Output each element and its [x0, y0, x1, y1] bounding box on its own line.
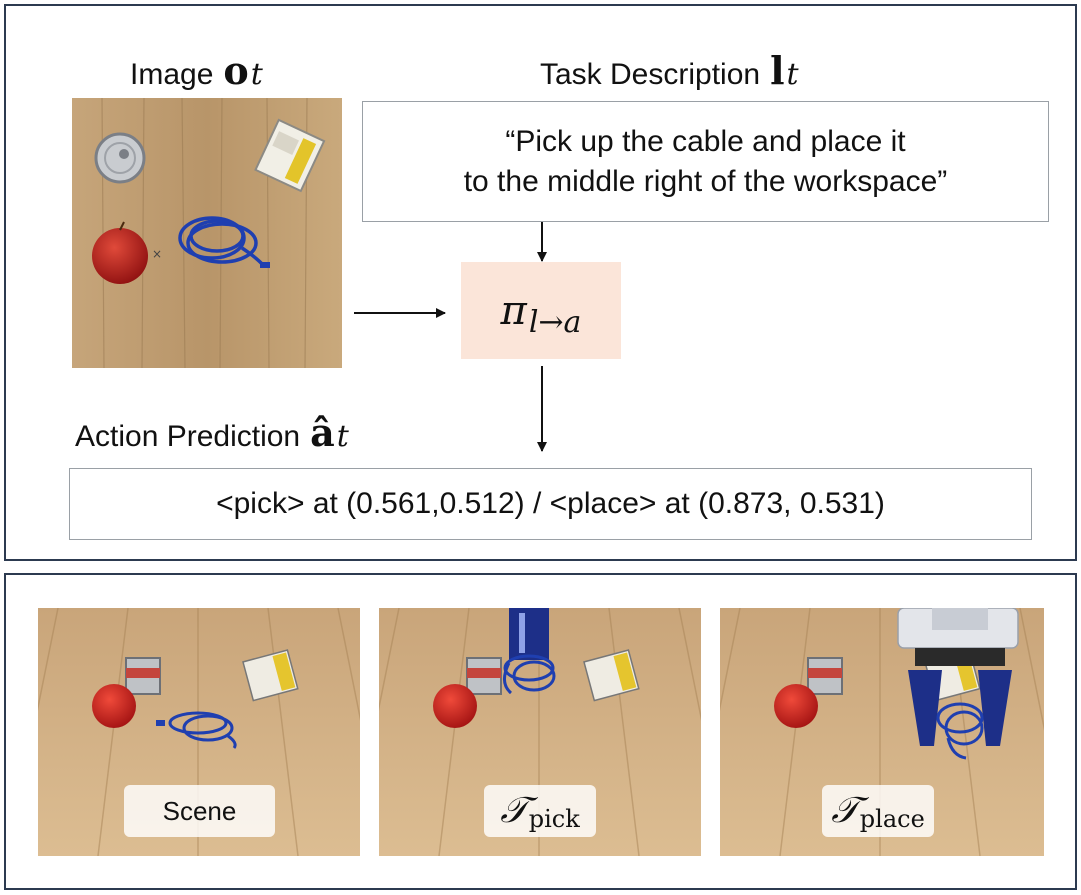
- action-text: <pick> at (0.561,0.512) / <place> at (0.…: [216, 487, 885, 520]
- action-subscript: t: [336, 419, 349, 454]
- action-prediction-box: <pick> at (0.561,0.512) / <place> at (0.…: [69, 468, 1032, 540]
- place-subscript: place: [859, 805, 925, 833]
- pick-symbol: 𝒯: [500, 790, 528, 831]
- task-text-line-2: to the middle right of the workspace”: [463, 164, 948, 198]
- task-description-box: “Pick up the cable and place it to the m…: [362, 101, 1049, 222]
- task-text-line-1: “Pick up the cable and place it: [505, 124, 906, 158]
- svg-text:×: ×: [152, 247, 162, 261]
- overhead-observation-image: ×: [72, 98, 342, 368]
- task-label: Task Description: [540, 58, 761, 91]
- scene-label: Scene: [162, 795, 237, 826]
- action-symbol: â: [310, 410, 335, 455]
- action-label: Action Prediction: [75, 420, 301, 453]
- task-symbol: l: [770, 48, 785, 93]
- pick-subscript: pick: [528, 805, 580, 833]
- image-symbol: o: [223, 48, 249, 93]
- scene-label-chip: Scene: [124, 785, 275, 837]
- policy-subscript: l→a: [528, 305, 582, 340]
- image-subscript: t: [250, 57, 263, 92]
- place-symbol: 𝒯: [831, 790, 859, 831]
- policy-symbol: π: [500, 287, 527, 334]
- image-label: Image: [130, 58, 214, 91]
- task-subscript: t: [786, 57, 799, 92]
